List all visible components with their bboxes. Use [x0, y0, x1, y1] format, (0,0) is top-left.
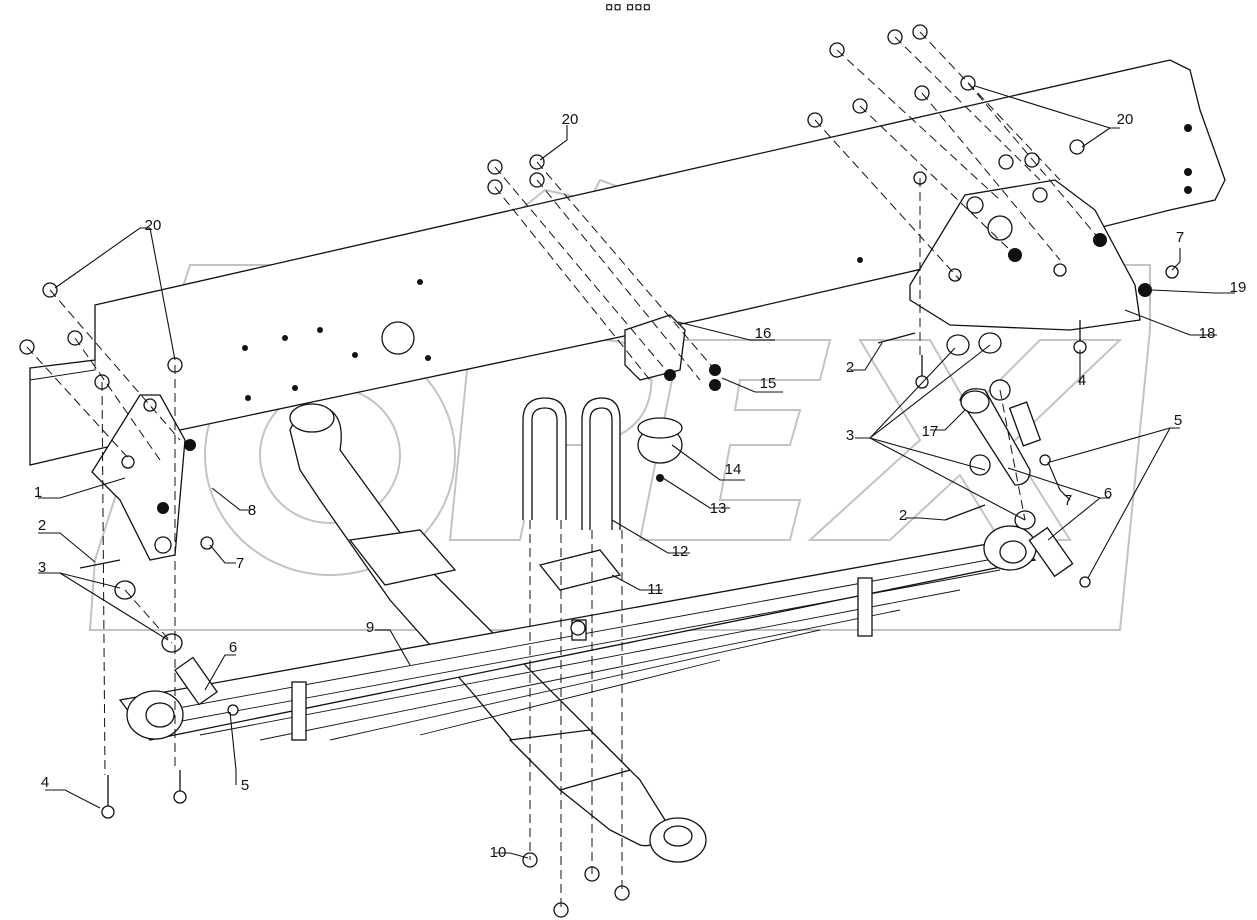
callout-4-front: 4	[41, 774, 49, 791]
callout-4-rear: 4	[1078, 372, 1086, 389]
front-pin	[174, 656, 218, 706]
callout-10: 10	[490, 844, 507, 861]
callout-13: 13	[710, 500, 727, 517]
callout-2-shackle: 2	[899, 507, 907, 524]
front-bracket	[91, 394, 196, 561]
callout-3-rear: 3	[846, 427, 854, 444]
bump-stop	[637, 417, 683, 482]
callout-8: 8	[248, 502, 256, 519]
callout-9: 9	[366, 619, 374, 636]
callout-14: 14	[725, 461, 742, 478]
callout-2-rear: 2	[846, 359, 854, 376]
callout-7-rear-mid: 7	[1064, 492, 1072, 509]
spring-pad	[538, 549, 622, 591]
callout-17: 17	[922, 423, 939, 440]
rear-pin	[1028, 526, 1074, 578]
callout-19: 19	[1230, 279, 1247, 296]
axle-beam	[289, 403, 707, 863]
callout-labels: 1 2 2 2 3 3 4 4 5 5 6 6 7 7 7 8 9 10 11 …	[34, 111, 1247, 861]
callout-15: 15	[760, 375, 777, 392]
center-plate	[624, 314, 721, 391]
long-bolts	[79, 332, 986, 569]
callout-1: 1	[34, 484, 42, 501]
callout-20-center: 20	[562, 111, 579, 128]
vertical-bolts	[101, 320, 1087, 819]
shackle	[959, 379, 1042, 486]
callout-20-right: 20	[1117, 111, 1134, 128]
drawing-code: ¤¤ ¤¤¤	[605, 0, 651, 16]
assembly-dash-lines	[26, 31, 1101, 910]
u-bolts	[522, 397, 621, 530]
callout-12: 12	[672, 543, 689, 560]
callout-5-front: 5	[241, 777, 249, 794]
leader-lines	[38, 85, 1235, 859]
callout-2-front: 2	[38, 517, 46, 534]
callout-7-rear-top: 7	[1176, 229, 1184, 246]
callout-6-rear: 6	[1104, 485, 1112, 502]
callout-6-front: 6	[229, 639, 237, 656]
callout-16: 16	[755, 325, 772, 342]
callout-20-left: 20	[145, 217, 162, 234]
callout-18: 18	[1199, 325, 1216, 342]
callout-5-rear: 5	[1174, 412, 1182, 429]
callout-7-front: 7	[236, 555, 244, 572]
callout-3-front: 3	[38, 559, 46, 576]
frame-rail	[29, 59, 1226, 466]
callout-11: 11	[647, 581, 663, 598]
leaf-spring	[118, 525, 1037, 741]
